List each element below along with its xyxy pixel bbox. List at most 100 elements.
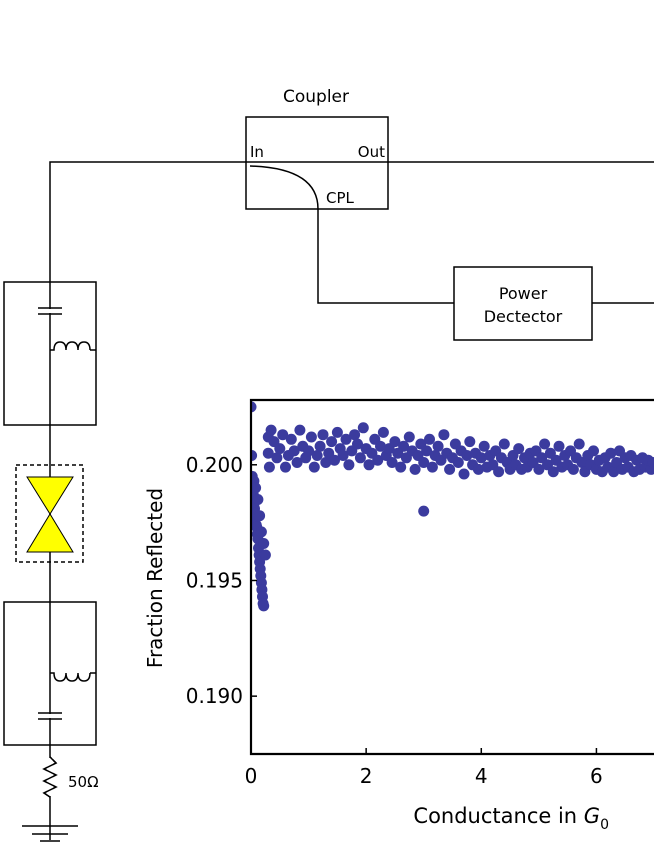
detector-label-line1: Power [499,284,548,303]
data-point [320,457,332,468]
data-point [258,600,270,612]
data-point [317,429,329,441]
y-tick-label: 0.190 [186,684,243,708]
data-point [271,452,283,464]
data-point [647,457,654,468]
data-point [326,436,338,448]
data-point [354,452,366,464]
data-point [314,440,326,452]
data-point [438,429,450,441]
coupler-coupled-arc [249,165,319,210]
data-point [389,436,401,448]
data-point [478,440,490,452]
y-tick-label: 0.200 [186,453,243,477]
x-tick-label: 4 [475,764,488,788]
ground-icon [22,825,78,842]
data-point [262,447,274,459]
x-axis-label-symbol: G [584,804,600,828]
inductor-icon [50,672,96,682]
data-point [553,440,565,452]
resistor-label: 50Ω [68,773,99,791]
data-point [608,466,620,478]
data-point [251,450,258,461]
data-point [605,447,617,459]
capacitor-icon [38,712,62,720]
data-point [573,438,585,450]
data-point [280,461,291,473]
circuit-diagram [3,116,654,842]
upper-matching-box [3,281,97,426]
data-point [251,482,262,494]
data-point [329,454,340,466]
data-point [426,461,438,473]
coupler-port-out: Out [358,143,385,161]
data-point [461,450,473,461]
x-tick-label: 0 [245,764,258,788]
data-point [285,433,297,445]
data-point [265,424,277,436]
data-point [498,438,510,450]
cpl-to-detector-line [317,209,454,304]
data-point [377,426,389,438]
data-point [424,433,435,445]
data-point [567,463,579,475]
data-point [311,450,323,461]
data-point [458,468,470,480]
data-point [294,424,306,436]
data-point [493,466,505,478]
x-tick-label: 2 [360,764,373,788]
x-axis-label-text: Conductance in [413,804,583,828]
data-point [303,445,315,457]
data-point [331,426,343,438]
detector-label-line2: Dectector [484,307,563,326]
coupler-port-in: In [250,143,264,161]
data-points [251,401,654,612]
x-axis-label: Conductance in G0 [413,804,609,833]
y-tick-label: 0.195 [186,568,243,592]
data-point [533,463,545,475]
capacitor-icon [38,307,62,315]
top-rf-line [49,161,246,840]
junction-box [15,464,84,563]
data-point [254,510,266,522]
data-point [291,457,303,468]
data-point [432,440,444,452]
data-point [588,445,599,457]
data-point [372,454,384,466]
y-axis-label: Fraction Reflected [143,488,167,668]
data-point [251,401,257,413]
junction-top-triangle [26,476,74,515]
junction-bottom-triangle [26,513,74,553]
coupler-port-cpl: CPL [326,189,355,207]
data-point [357,422,369,434]
data-point [343,459,355,471]
data-point [252,494,264,505]
data-point [305,431,317,443]
data-point [539,438,551,450]
data-point [363,459,375,471]
data-point [308,461,320,473]
data-point [259,549,271,561]
junction-icon [26,476,74,553]
data-point [418,457,430,468]
data-point [513,443,525,455]
data-point [349,429,361,441]
data-point [375,440,386,452]
data-point [386,457,398,468]
data-point [258,538,270,549]
data-point [403,431,415,443]
data-point [277,429,289,441]
data-point [288,445,300,457]
data-point [547,466,559,478]
data-point [255,526,267,538]
power-detector-box [453,266,593,341]
plot-frame [249,398,654,756]
data-point [475,452,487,464]
coupler-title: Coupler [283,87,349,107]
data-point [395,461,407,473]
data-point [444,463,456,475]
coupler-box [245,116,389,210]
